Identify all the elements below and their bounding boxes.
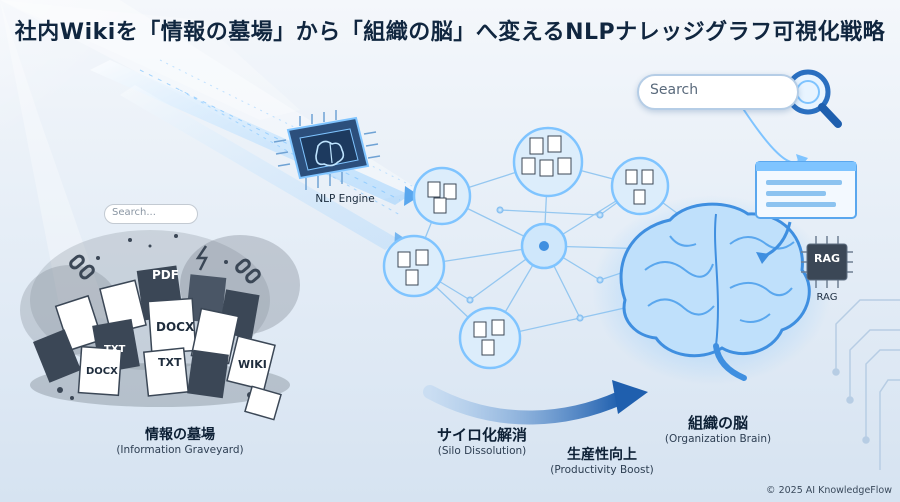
nlp-engine-label: NLP Engine — [315, 193, 375, 205]
search-input[interactable]: Search — [637, 74, 799, 110]
document-pile — [32, 265, 282, 421]
silo-subtitle: (Silo Dissolution) — [437, 445, 527, 457]
circuit-traces — [832, 299, 900, 470]
doc-cluster-hub — [520, 222, 568, 270]
growth-arrow-head — [612, 380, 648, 414]
silo-title: サイロ化解消 — [436, 426, 527, 444]
productivity-subtitle: (Productivity Boost) — [550, 464, 654, 476]
magnifier-icon — [785, 69, 842, 128]
faded-search-input: Search... — [104, 204, 198, 224]
growth-arrow — [423, 385, 627, 425]
copyright: © 2025 AI KnowledgeFlow — [766, 485, 892, 496]
doc-label-docx: DOCX — [156, 320, 195, 334]
doc-cluster-hub — [412, 166, 472, 226]
faded-search-placeholder: Search... — [112, 207, 156, 218]
rag-label: RAG — [816, 292, 838, 303]
doc-label-txt: TXT — [158, 356, 182, 369]
lightning-icon — [195, 245, 209, 271]
brain-subtitle: (Organization Brain) — [664, 433, 772, 445]
rag-chip-text: RAG — [813, 252, 840, 265]
doc-cluster-hub — [512, 126, 584, 198]
doc-cluster-hub — [458, 306, 522, 370]
brain-title: 組織の脳 — [687, 414, 748, 432]
productivity-title: 生産性向上 — [567, 447, 637, 463]
productivity-caption: 生産性向上 (Productivity Boost) — [532, 444, 672, 476]
doc-label-pdf: PDF — [152, 268, 179, 282]
silo-caption: サイロ化解消 (Silo Dissolution) — [408, 424, 556, 457]
nlp-chip-icon — [273, 110, 381, 190]
brain-icon — [592, 195, 832, 385]
search-flow-line — [739, 103, 801, 164]
doc-label-docx: DOCX — [86, 366, 118, 377]
graveyard-title: 情報の墓場 — [145, 427, 215, 443]
answer-flow-arrow — [756, 252, 770, 264]
brain-caption: 組織の脳 (Organization Brain) — [652, 412, 784, 445]
answer-panel-icon — [755, 161, 857, 219]
doc-label-wiki: WIKI — [238, 358, 267, 371]
broken-link-icon — [69, 254, 261, 284]
search-placeholder: Search — [650, 82, 699, 98]
page-title: 社内Wikiを「情報の墓場」から「組織の脳」へ変えるNLPナレッジグラフ可視化戦… — [14, 20, 886, 45]
doc-label-txt: TXT — [104, 344, 126, 355]
graveyard-caption: 情報の墓場 (Information Graveyard) — [100, 424, 260, 456]
graveyard-subtitle: (Information Graveyard) — [116, 444, 244, 456]
doc-cluster-hub — [382, 234, 446, 298]
rag-chip-icon — [801, 236, 853, 288]
